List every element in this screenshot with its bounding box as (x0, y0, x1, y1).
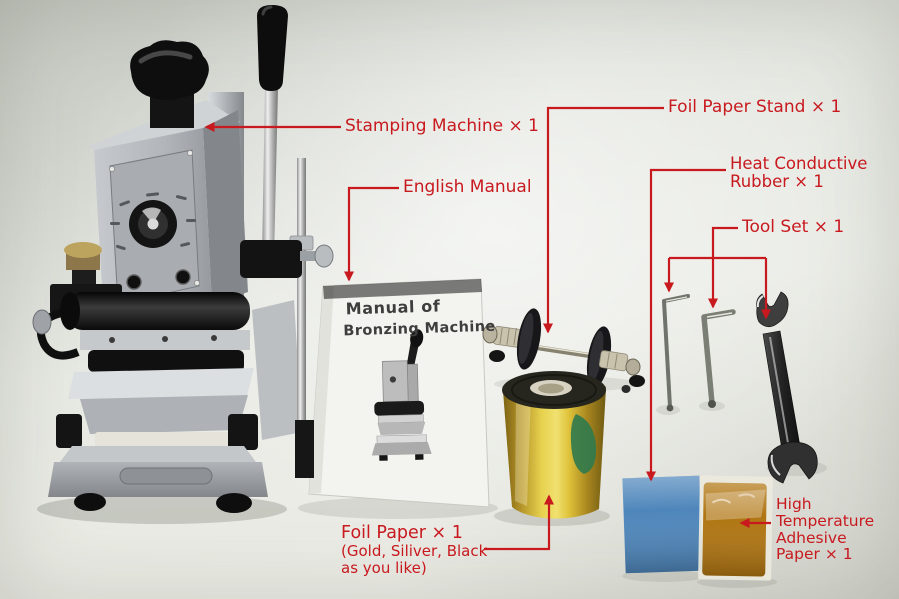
adhesive-paper-label-line4: Paper × 1 (776, 545, 853, 564)
allen-key-large (701, 309, 736, 408)
gold-foil-roll-photo (502, 371, 606, 519)
stamping-machine-photo (32, 5, 334, 513)
manual-cover-title: Manual of Bronzing Machine (343, 295, 496, 339)
wrench-photo (756, 291, 818, 484)
foil-paper-stand-label: Foil Paper Stand × 1 (668, 97, 842, 117)
rubber-pad-photo (622, 475, 703, 574)
machine-press-section (56, 292, 258, 454)
adhesive-paper-label-line3: Adhesive (776, 528, 847, 547)
foil-paper-stand-photo (482, 308, 645, 393)
pressure-knob (130, 40, 209, 128)
adhesive-paper-label-line1: High (776, 495, 812, 513)
foil-paper-leader-line (484, 494, 555, 551)
heat-conductive-rubber-label-line1: Heat Conductive (730, 154, 868, 173)
tool-set-photo (662, 291, 818, 484)
temperature-dial (110, 192, 196, 251)
allen-key-small (662, 294, 690, 412)
mini-machine-graphic (371, 329, 432, 461)
machine-base (48, 446, 268, 513)
foil-paper-label-line1: Foil Paper × 1 (341, 523, 463, 543)
adhesive-paper-label: High Temperature Adhesive Paper × 1 (776, 496, 874, 563)
english-manual-leader-line (343, 186, 399, 282)
manual-title-line1: Manual of (345, 296, 441, 319)
english-manual-label: English Manual (403, 177, 532, 197)
machine-head (88, 100, 248, 322)
foil-paper-label-line2: (Gold, Siliver, Black (341, 542, 488, 560)
indicator-light-left (126, 274, 142, 290)
tool-set-leader-stem (711, 226, 738, 258)
heat-conductive-rubber-label-line2: Rubber × 1 (730, 171, 824, 191)
indicator-light-right (175, 269, 191, 285)
tool-set-label: Tool Set × 1 (742, 217, 845, 237)
adhesive-paper-label-line2: Temperature (776, 511, 875, 530)
heat-conductive-rubber-label: Heat Conductive Rubber × 1 (730, 155, 867, 190)
heat-conductive-rubber-leader-line (645, 168, 726, 482)
foil-paper-label-line3: as you like) (341, 558, 427, 577)
machine-guide-rod (297, 158, 306, 430)
lever-handle (240, 5, 334, 278)
foil-paper-stand-leader-line (542, 106, 664, 334)
stamping-machine-label: Stamping Machine × 1 (345, 116, 539, 136)
foil-paper-label: Foil Paper × 1 (Gold, Siliver, Black as … (341, 524, 487, 576)
annotation-leaders (204, 106, 772, 551)
foil-reflection-patch (570, 414, 597, 474)
adhesive-paper-photo (698, 475, 773, 581)
